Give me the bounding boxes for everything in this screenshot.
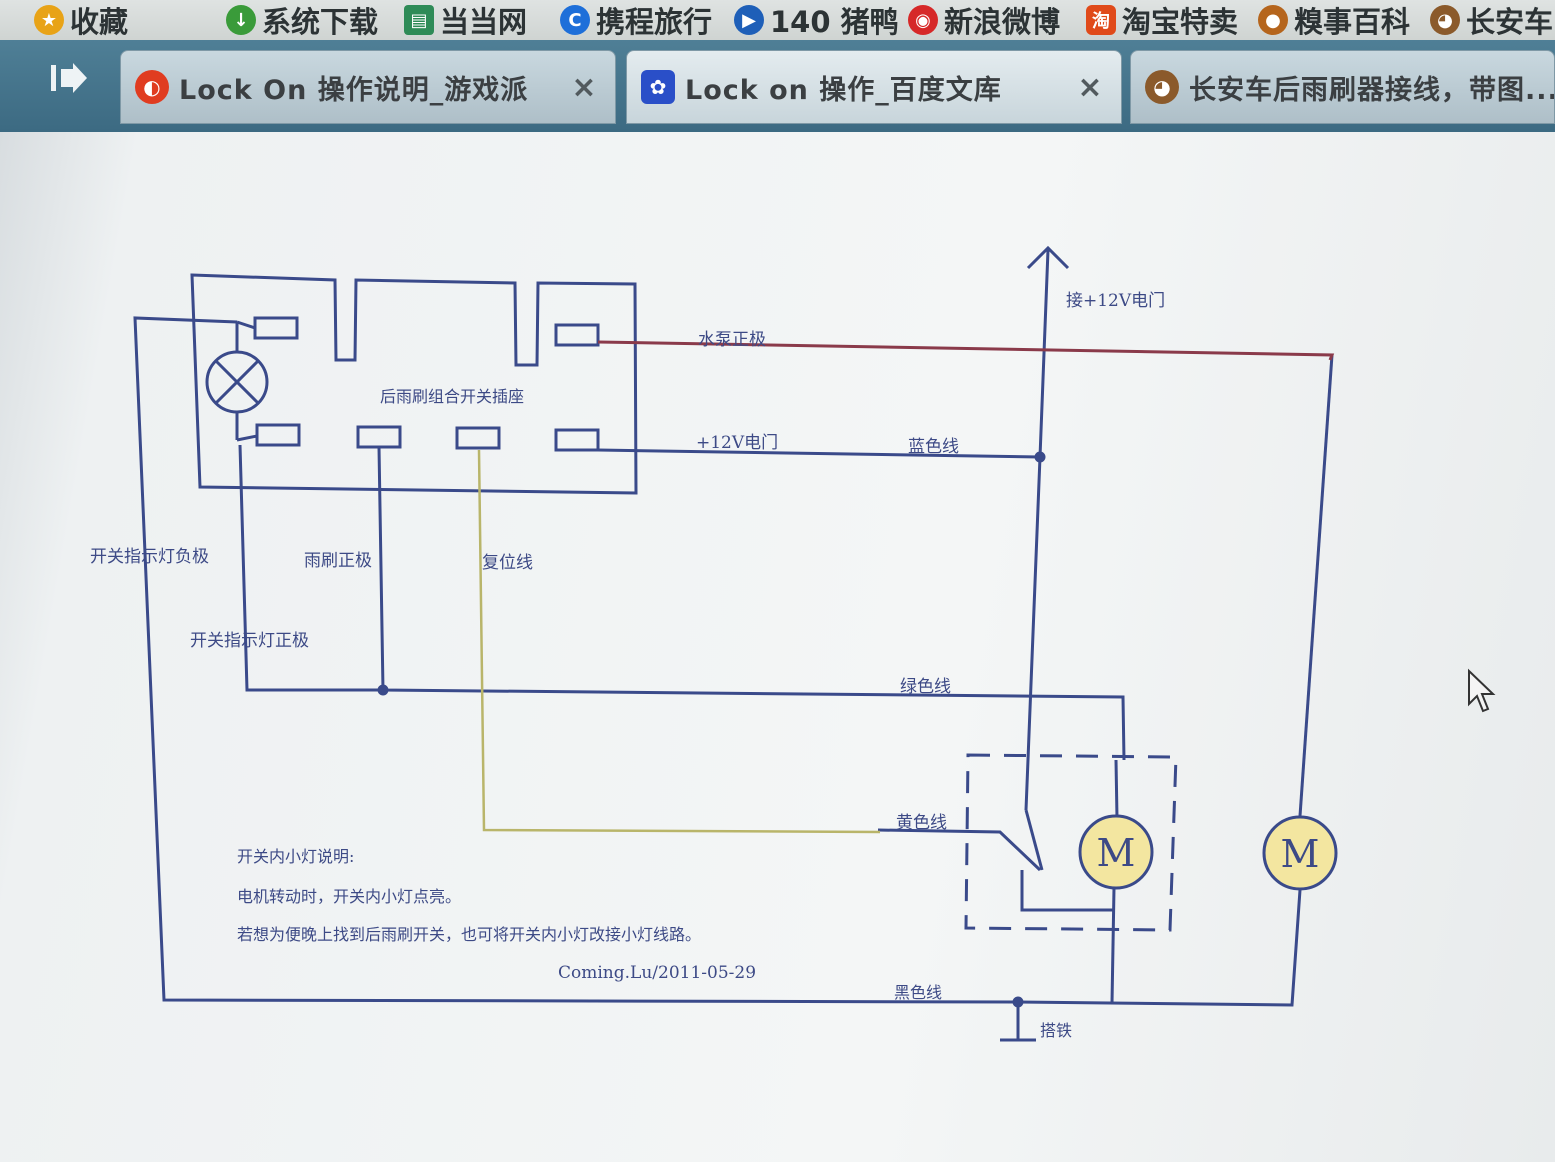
- bookmark-dangdang[interactable]: ▤ 当当网: [404, 0, 527, 40]
- download-icon: ↓: [226, 5, 256, 35]
- tab-close-button[interactable]: ×: [1077, 69, 1103, 105]
- wiper-positive-label: 雨刷正极: [304, 551, 372, 571]
- tab-title: Lock on 操作_百度文库: [685, 74, 1002, 106]
- back-button[interactable]: [44, 56, 94, 100]
- reset-wire-label: 复位线: [482, 553, 533, 573]
- bookmark-label: 140 猪鸭: [770, 5, 899, 39]
- bookmark-label: 长安车: [1466, 5, 1554, 39]
- bookmark-label: 淘宝特卖: [1122, 5, 1239, 39]
- bookmarks-bar: ★ 收藏 ↓ 系统下载 ▤ 当当网 C 携程旅行 ▶ 140 猪鸭 ◉ 新浪微博…: [0, 0, 1555, 40]
- bookmark-label: 携程旅行: [596, 5, 713, 39]
- tab-lock-on-baidu-wenku[interactable]: ✿ Lock on 操作_百度文库 ×: [626, 50, 1122, 124]
- mouse-cursor-icon: [1468, 668, 1496, 713]
- ground-label: 搭铁: [1040, 1021, 1072, 1040]
- bookmark-label: 糗事百科: [1294, 5, 1411, 39]
- bookmark-changan[interactable]: ◕ 长安车: [1430, 0, 1553, 40]
- bookmark-140[interactable]: ▶ 140 猪鸭: [734, 0, 899, 40]
- baidu-paw-icon: ✿: [641, 70, 675, 104]
- bookmark-label: 新浪微博: [944, 5, 1061, 39]
- pump-positive-label: 水泵正极: [698, 330, 766, 350]
- bookmark-label: 当当网: [440, 5, 528, 39]
- indicator-positive-label: 开关指示灯正极: [190, 631, 309, 651]
- note-line-1: 电机转动时，开关内小灯点亮。: [237, 887, 461, 906]
- pump-motor-label: M: [1281, 832, 1320, 876]
- bookmark-ctrip[interactable]: C 携程旅行: [560, 0, 712, 40]
- game-icon: ◐: [135, 70, 169, 104]
- taobao-icon: 淘: [1086, 5, 1116, 35]
- to-12v-power-label: 接+12V电门: [1066, 291, 1165, 311]
- bookmark-weibo[interactable]: ◉ 新浪微博: [908, 0, 1060, 40]
- yellow-wire-label: 黄色线: [896, 813, 947, 833]
- note-line-2: 若想为便晚上找到后雨刷开关，也可将开关内小灯改接小灯线路。: [237, 925, 701, 944]
- qiushi-icon: ●: [1258, 5, 1288, 35]
- bookmark-system-download[interactable]: ↓ 系统下载: [226, 0, 378, 40]
- black-wire-label: 黑色线: [894, 983, 942, 1002]
- indicator-negative-label: 开关指示灯负极: [90, 547, 209, 567]
- tab-title: Lock On 操作说明_游戏派: [179, 74, 529, 106]
- tab-lock-on-youxipai[interactable]: ◐ Lock On 操作说明_游戏派 ×: [120, 50, 616, 124]
- bookmark-label: 系统下载: [262, 5, 379, 39]
- forum-icon: ◕: [1430, 5, 1460, 35]
- bookmark-qiushi[interactable]: ● 糗事百科: [1258, 0, 1410, 40]
- play-icon: ▶: [734, 5, 764, 35]
- dangdang-icon: ▤: [404, 5, 434, 35]
- ctrip-icon: C: [560, 5, 590, 35]
- star-icon: ★: [34, 5, 64, 35]
- tab-strip: ◐ Lock On 操作说明_游戏派 × ✿ Lock on 操作_百度文库 ×…: [0, 40, 1555, 132]
- bookmark-favorites[interactable]: ★ 收藏: [34, 0, 128, 40]
- green-wire-label: 绿色线: [900, 677, 951, 697]
- wiper-motor: [1078, 814, 1154, 890]
- wiper-motor-label: M: [1097, 831, 1136, 875]
- tab-changan-wiper[interactable]: ◕ 长安车后雨刷器接线，带图...: [1130, 50, 1555, 124]
- wiper-wiring-diagram: M M 后雨刷组合开关插座 水泵正极 +12V电门 蓝色线 接+12V电门 开关…: [90, 245, 1338, 1042]
- plus12v-power-label: +12V电门: [696, 433, 778, 453]
- bookmark-label: 收藏: [70, 5, 129, 39]
- page-content: M M 后雨刷组合开关插座 水泵正极 +12V电门 蓝色线 接+12V电门 开关…: [0, 132, 1555, 1162]
- blue-wire-label: 蓝色线: [908, 437, 959, 457]
- note-title: 开关内小灯说明:: [237, 847, 354, 866]
- author-signature: Coming.Lu/2011-05-29: [558, 963, 756, 983]
- pump-motor: [1262, 815, 1338, 891]
- tab-close-button[interactable]: ×: [571, 69, 597, 105]
- arrow-right-icon: [51, 63, 87, 93]
- switch-socket-label: 后雨刷组合开关插座: [380, 387, 524, 406]
- tab-title: 长安车后雨刷器接线，带图...: [1189, 74, 1554, 106]
- weibo-icon: ◉: [908, 5, 938, 35]
- forum-icon: ◕: [1145, 70, 1179, 104]
- bookmark-taobao[interactable]: 淘 淘宝特卖: [1086, 0, 1238, 40]
